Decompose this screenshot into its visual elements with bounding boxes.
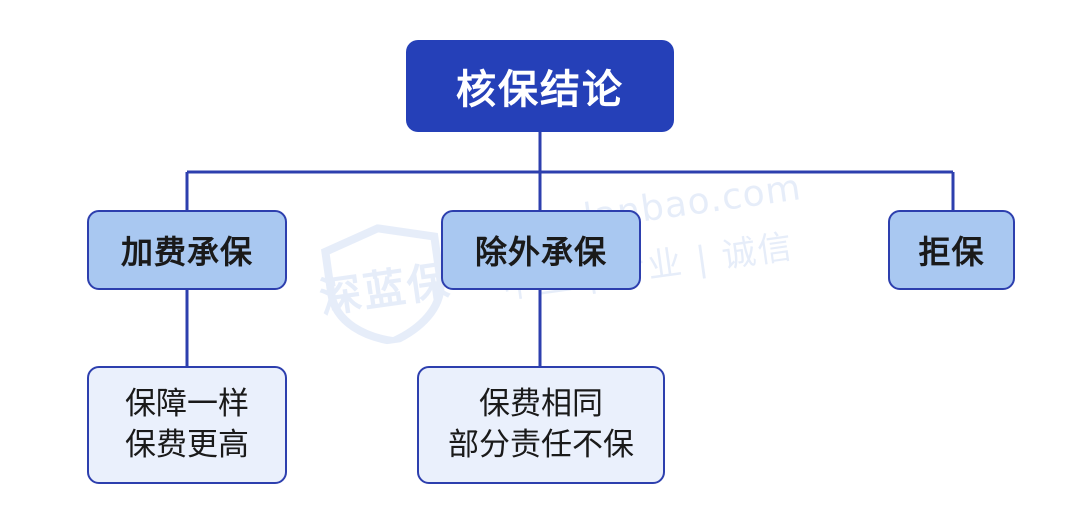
detail-node-extra-premium: 保障一样 保费更高 xyxy=(87,366,287,484)
branch-node-exclusion: 除外承保 xyxy=(441,210,641,290)
branch-node-label: 拒保 xyxy=(918,233,985,271)
detail-line: 部分责任不保 xyxy=(448,427,634,463)
branch-node-label: 加费承保 xyxy=(120,233,253,271)
root-node-label: 核保结论 xyxy=(456,67,624,113)
root-node-underwriting-conclusion: 核保结论 xyxy=(406,40,674,132)
detail-line: 保障一样 xyxy=(125,386,249,422)
detail-node-exclusion: 保费相同 部分责任不保 xyxy=(417,366,665,484)
branch-node-label: 除外承保 xyxy=(474,233,607,271)
branch-node-extra-premium: 加费承保 xyxy=(87,210,287,290)
detail-line: 保费更高 xyxy=(125,427,249,463)
branch-node-decline: 拒保 xyxy=(888,210,1015,290)
detail-line: 保费相同 xyxy=(479,386,603,422)
